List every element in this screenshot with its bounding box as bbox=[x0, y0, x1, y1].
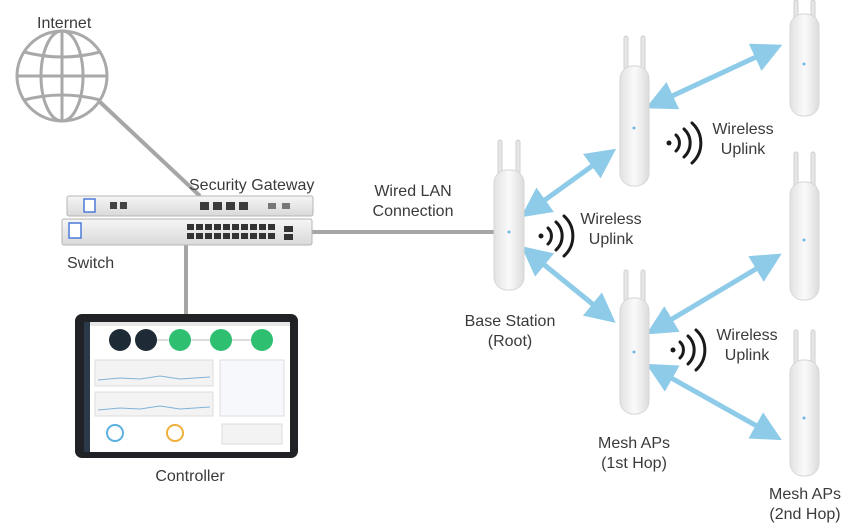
wireless-uplink-label-line1: Wireless bbox=[716, 327, 778, 344]
mesh-ap-1st-hop-bottom bbox=[619, 269, 650, 415]
mesh-ap-2nd-hop-b bbox=[789, 151, 820, 301]
base-station-ap bbox=[493, 139, 525, 291]
wired-lan-label: Wired LAN Connection bbox=[358, 182, 468, 222]
wireless-uplink-label-line2: Uplink bbox=[588, 231, 634, 248]
wireless-signal-icon bbox=[666, 121, 703, 165]
mesh-aps-1st-hop-label-line2: (1st Hop) bbox=[601, 455, 667, 472]
switch-device bbox=[61, 218, 313, 246]
wireless-uplink-label: Wireless Uplink bbox=[703, 120, 783, 160]
internet-globe-icon bbox=[15, 29, 109, 123]
internet-label: Internet bbox=[37, 15, 92, 32]
wired-lan-label-line1: Wired LAN bbox=[374, 183, 452, 200]
wireless-uplink-label-line1: Wireless bbox=[580, 211, 642, 228]
mesh-aps-2nd-hop-label-line1: Mesh APs bbox=[768, 486, 842, 503]
internet-to-gateway-wire bbox=[98, 100, 202, 198]
mesh-aps-2nd-hop-label: Mesh APs (2nd Hop) bbox=[750, 485, 860, 525]
mesh-ap-1st-hop-top bbox=[619, 35, 650, 187]
wireless-uplink-label: Wireless Uplink bbox=[707, 326, 787, 366]
mesh-aps-2nd-hop-label-line2: (2nd Hop) bbox=[769, 506, 841, 523]
base-station-label-line1: Base Station bbox=[464, 313, 556, 330]
security-gateway-device bbox=[66, 195, 314, 217]
wireless-signal-icon bbox=[670, 328, 707, 372]
wireless-arrow-mesh1-bottom-to-mesh2-c bbox=[646, 363, 782, 441]
switch-label: Switch bbox=[67, 255, 115, 272]
wireless-arrow-base-to-mesh1-top bbox=[520, 148, 617, 218]
base-station-label: Base Station (Root) bbox=[445, 312, 575, 352]
base-station-label-line2: (Root) bbox=[487, 333, 533, 350]
wireless-arrow-base-to-mesh1-bottom bbox=[521, 246, 616, 323]
wireless-uplink-label: Wireless Uplink bbox=[571, 210, 651, 250]
mesh-ap-2nd-hop-a bbox=[789, 0, 820, 117]
wired-lan-label-line2: Connection bbox=[372, 203, 454, 220]
security-gateway-label: Security Gateway bbox=[189, 177, 315, 194]
wireless-uplink-label-line2: Uplink bbox=[720, 141, 766, 158]
wireless-uplink-label-line2: Uplink bbox=[724, 347, 770, 364]
wired-links bbox=[98, 100, 500, 314]
mesh-aps-1st-hop-label-line1: Mesh APs bbox=[597, 435, 671, 452]
wireless-uplink-label-line1: Wireless bbox=[712, 121, 774, 138]
wireless-arrow-mesh1-bottom-to-mesh2-b bbox=[646, 253, 782, 335]
wireless-signal-icon bbox=[538, 214, 575, 258]
controller-tablet bbox=[75, 314, 298, 458]
mesh-aps-1st-hop-label: Mesh APs (1st Hop) bbox=[579, 434, 689, 474]
mesh-ap-2nd-hop-c bbox=[789, 329, 820, 477]
wireless-arrow-mesh1-top-to-mesh2-a bbox=[645, 43, 783, 110]
wireless-links bbox=[520, 43, 783, 441]
controller-label: Controller bbox=[155, 468, 225, 485]
